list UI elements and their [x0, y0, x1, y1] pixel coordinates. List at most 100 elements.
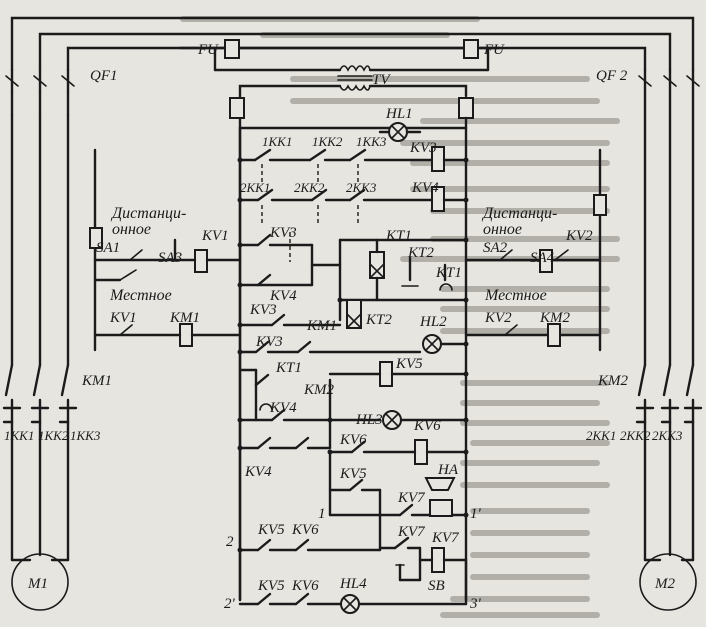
kv4-coil-label: KV4 [411, 180, 439, 196]
kt2-contact-label: KT2 [407, 245, 434, 261]
node-1p-label: 1' [470, 506, 482, 522]
kv7-coil-label: KV7 [431, 530, 460, 546]
fuse-left [224, 39, 240, 59]
km2-coil [547, 323, 561, 347]
fuse-secondary-right [458, 97, 474, 119]
kv6-coil-label: KV6 [413, 418, 441, 434]
left-power-circuit [2, 68, 78, 562]
fu-right-label: FU [483, 42, 505, 58]
right-power-circuit [635, 68, 703, 562]
sb-label: SB [428, 578, 445, 594]
kt1-lower-label: KT1 [275, 360, 302, 376]
background-text [180, 16, 620, 618]
kv3-contact-label: KV3 [269, 225, 297, 241]
remote-right-line1: Дистанци- [481, 205, 557, 222]
kk1-2-label: 1KK2 [312, 134, 343, 149]
sa1-label: SA1 [96, 240, 120, 256]
kv1-label: KV1 [201, 228, 229, 244]
local-right-label: Местное [484, 287, 547, 304]
kv7-contact-label: KV7 [397, 490, 426, 506]
remote-left-line1: Дистанци- [110, 205, 186, 222]
motor-m2-label: M2 [654, 576, 675, 592]
kv3-row-label: KV3 [249, 302, 277, 318]
control-rails [229, 84, 474, 602]
fuse-secondary-left [229, 97, 245, 119]
thermal-1kk3-label: 1KK3 [70, 428, 101, 443]
km1-label: KM1 [169, 310, 200, 326]
kt2-coil-label: KT2 [365, 312, 392, 328]
node-3p-label: 3' [469, 596, 482, 612]
kv3-coil-label: KV3 [409, 140, 437, 156]
kv4-bottom-label: KV4 [244, 464, 272, 480]
kv5-row2p-label: KV5 [257, 578, 285, 594]
kv4-lower-label: KV4 [269, 400, 297, 416]
node-1-label: 1 [318, 506, 326, 522]
kv6-coil [414, 439, 428, 465]
kv2-coil [539, 249, 553, 273]
kk1-3-label: 1KK3 [356, 134, 387, 149]
thermal-2kk1-label: 2KK1 [586, 428, 616, 443]
kt1-contact-label: KT1 [435, 265, 462, 281]
sa3-label: SA3 [158, 250, 182, 266]
fuse-right-control [593, 194, 607, 216]
sa4-label: SA4 [530, 250, 555, 266]
kt2-coil [346, 299, 362, 329]
thermal-1kk2-label: 1KK2 [38, 428, 69, 443]
thermal-1kk1-label: 1KK1 [4, 428, 34, 443]
kv5-contact-label: KV5 [339, 466, 367, 482]
motor-m1 [11, 553, 69, 611]
kv6-row2-label: KV6 [291, 522, 319, 538]
thermal-2kk3-label: 2KK3 [652, 428, 683, 443]
remote-right-line2: онное [483, 221, 522, 238]
kv1-contact-label: KV1 [109, 310, 137, 326]
kv6-row2p-label: KV6 [291, 578, 319, 594]
right-local-control [464, 126, 607, 602]
supply-bus [10, 16, 695, 72]
remote-left-line2: онное [112, 221, 151, 238]
kv5-coil-label: KV5 [395, 356, 423, 372]
kv3-lower-label: KV3 [255, 334, 283, 350]
kv5-row2-label: KV5 [257, 522, 285, 538]
kt1-coil-label: KT1 [385, 228, 412, 244]
transformer-tv [337, 65, 373, 91]
sa2-label: SA2 [483, 240, 508, 256]
km1-power-label: KM1 [81, 373, 112, 389]
hl4-label: HL4 [339, 576, 367, 592]
fu-left-label: FU [197, 42, 219, 58]
km2-label: KM2 [539, 310, 571, 326]
hl2-label: HL2 [419, 314, 447, 330]
central-ladder [237, 122, 469, 614]
local-left-label: Местное [109, 287, 172, 304]
kv6-contact-label: KV6 [339, 432, 367, 448]
km1-contact-label: KM1 [306, 318, 337, 334]
kv1-coil [194, 249, 208, 273]
kv7-coil [431, 547, 445, 573]
node-2-label: 2 [226, 534, 234, 550]
hl1-label: HL1 [385, 106, 413, 122]
motor-m2 [639, 553, 697, 611]
ha-label: HA [437, 462, 459, 478]
km1-coil [179, 323, 193, 347]
kv2-contact-label: KV2 [484, 310, 512, 326]
kv2-label: KV2 [565, 228, 593, 244]
km2-contact-label: KM2 [303, 382, 335, 398]
kk1-1-label: 1KK1 [262, 134, 292, 149]
tv-label: TV [372, 72, 391, 88]
left-local-control [89, 148, 242, 352]
qf2-label: QF 2 [596, 68, 628, 84]
qf1-label: QF1 [90, 68, 118, 84]
kk2-2-label: 2KK2 [294, 180, 325, 195]
kv4-contact-label: KV4 [269, 288, 297, 304]
km2-power-label: KM2 [597, 373, 629, 389]
hl3-label: HL3 [355, 412, 383, 428]
horn-ha [424, 477, 456, 491]
thermal-2kk2-label: 2KK2 [620, 428, 651, 443]
motor-m1-label: M1 [27, 576, 48, 592]
node-2p-label: 2' [224, 596, 236, 612]
kk2-1-label: 2KK1 [240, 180, 270, 195]
fuse-left-control [89, 227, 103, 249]
horn-ha-body [429, 499, 453, 517]
fuse-right [463, 39, 479, 59]
